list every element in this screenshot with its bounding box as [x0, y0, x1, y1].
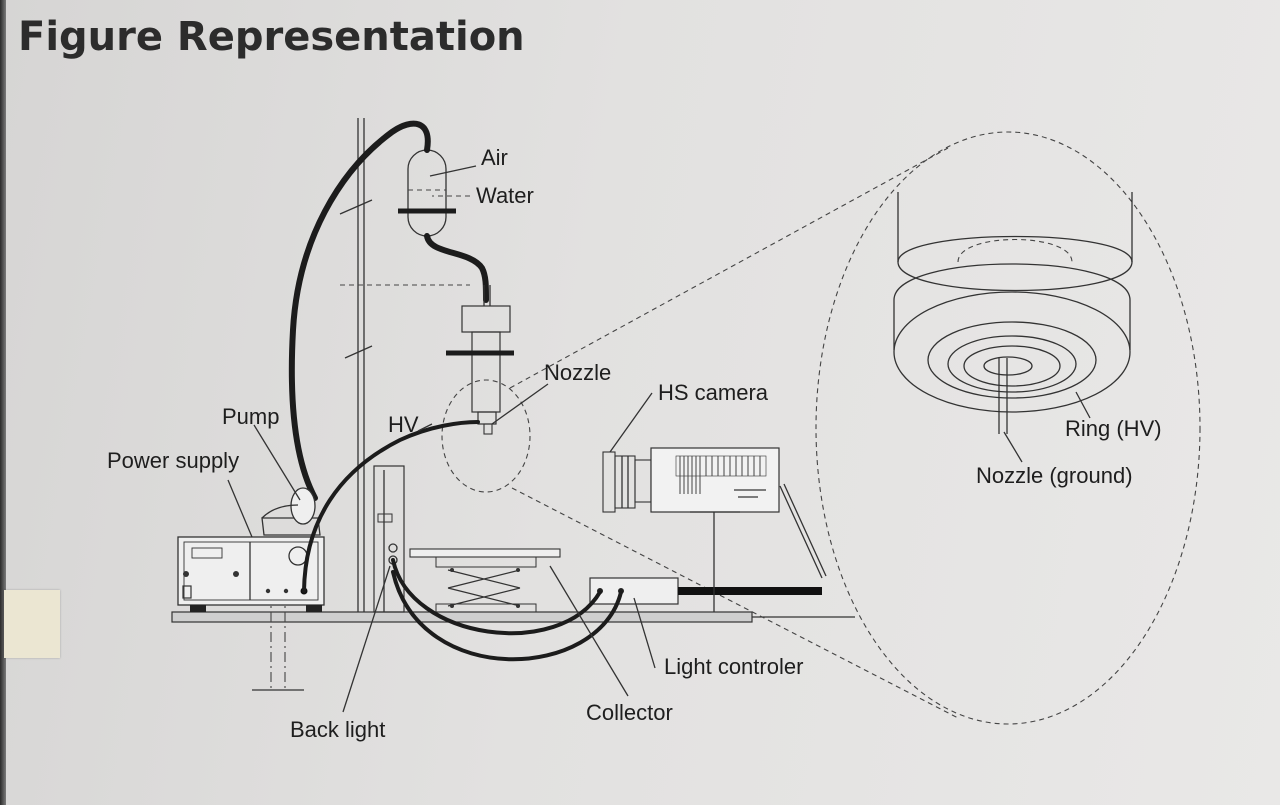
nozzle-assembly: [446, 285, 514, 435]
tape-piece: [4, 590, 60, 658]
base-rail: [171, 611, 855, 623]
hv-cable: [302, 420, 480, 593]
label-air: Air: [481, 145, 508, 170]
magnified-view: [815, 131, 1201, 725]
pump-unit: [261, 487, 321, 536]
photo-edge-shadow: [0, 0, 6, 805]
label-nozzle-ground: Nozzle (ground): [976, 463, 1133, 488]
back-light-unit: [373, 465, 405, 613]
table-leg: [252, 592, 304, 691]
power-supply-unit: [177, 536, 325, 612]
label-hv: HV: [388, 412, 419, 437]
label-collector: Collector: [586, 700, 673, 725]
collector-lab-jack: [409, 548, 561, 613]
magnification-lines: [509, 147, 959, 719]
label-ring-hv: Ring (HV): [1065, 416, 1162, 441]
hs-camera-unit: [602, 447, 827, 612]
label-hs-camera: HS camera: [658, 380, 769, 405]
light-controller-unit: [589, 577, 822, 605]
label-water: Water: [476, 183, 534, 208]
nozzle-feed-tube: [424, 233, 489, 303]
backlight-cable-2: [391, 570, 623, 662]
nozzle-zoom-region: [441, 379, 531, 493]
ring-electrode-illustration: [893, 192, 1133, 463]
water-reservoir: [398, 149, 456, 237]
support-stand: [339, 118, 470, 612]
label-pump: Pump: [222, 404, 279, 429]
label-power-supply: Power supply: [107, 448, 239, 473]
page-title: Figure Representation: [18, 14, 525, 60]
label-light-controller: Light controler: [664, 654, 803, 679]
label-back-light: Back light: [290, 717, 385, 742]
label-nozzle: Nozzle: [544, 360, 611, 385]
pump-tube: [288, 120, 431, 501]
leader-lines: [227, 165, 656, 713]
